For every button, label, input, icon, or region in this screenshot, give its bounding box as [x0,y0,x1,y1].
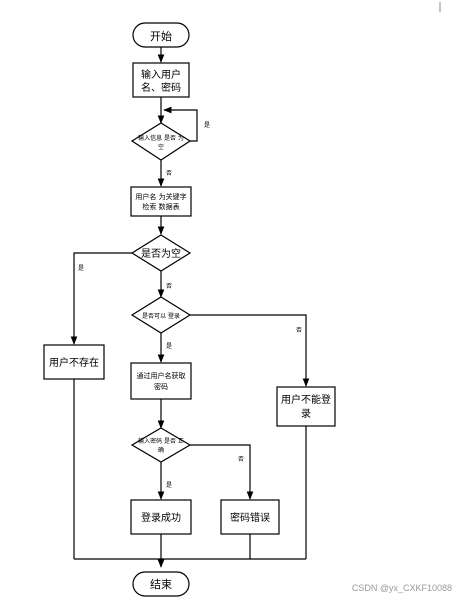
branch-label-yes-loop: 是 [204,122,210,129]
branch-label-yes-success: 是 [166,482,172,489]
end-terminal [132,571,190,597]
arrow-yes-user-missing [70,252,133,345]
branch-label-yes-get-password: 是 [166,343,172,350]
pwd-correct-label-2: 确 [158,446,164,454]
result-empty-label: 是否为空 [141,247,181,260]
end-label: 结束 [150,578,172,591]
cannot-login-label-2: 录 [301,408,311,420]
watermark: CSDN @yx_CXKF10088 [352,583,452,593]
can-login-diamond [130,296,192,334]
password-wrong-label: 密码错误 [230,511,270,524]
get-password-label-2: 密码 [154,382,168,391]
check-empty-label-2: 空 [158,143,164,151]
input-label-2: 名、密码 [141,81,181,94]
search-label-2: 检索 数据表 [142,202,179,211]
check-empty-label-1: 输入信息 是否 为 [138,134,184,142]
branch-label-no-wrong: 否 [238,456,244,463]
check-empty-diamond [130,122,192,161]
branch-label-no-2: 否 [166,283,172,290]
login-success-label: 登录成功 [141,511,181,524]
arrow-no-cannot-login [190,314,310,387]
can-login-label: 是否可以 登录 [142,312,180,320]
get-password-label-1: 通过用户名获取 [137,371,186,380]
login-success-box [130,499,192,535]
result-empty-diamond [130,234,192,272]
cannot-login-label-1: 用户不能登 [281,393,331,406]
cannot-login-box [276,386,336,427]
search-label-1: 用户名 为关键字 [135,192,186,201]
branch-label-yes-user-missing: 是 [78,265,84,272]
user-missing-label: 用户不存在 [49,356,99,369]
user-missing-box [43,344,105,380]
connectors [70,47,310,568]
pwd-correct-diamond [130,427,192,463]
branch-label-no-1: 否 [166,170,172,177]
input-box [132,62,190,98]
arrow-no-wrong [190,444,254,500]
start-label: 开始 [150,29,172,43]
arrow-yes-loop [163,106,198,142]
branch-label-no-cannot-login: 否 [296,327,302,334]
get-password-box [130,362,192,400]
search-box [130,186,192,217]
start-terminal [132,22,190,48]
pwd-correct-label-1: 输入密码 是否 正 [138,437,184,445]
input-label-1: 输入用户 [141,68,181,81]
password-wrong-box [220,499,280,535]
